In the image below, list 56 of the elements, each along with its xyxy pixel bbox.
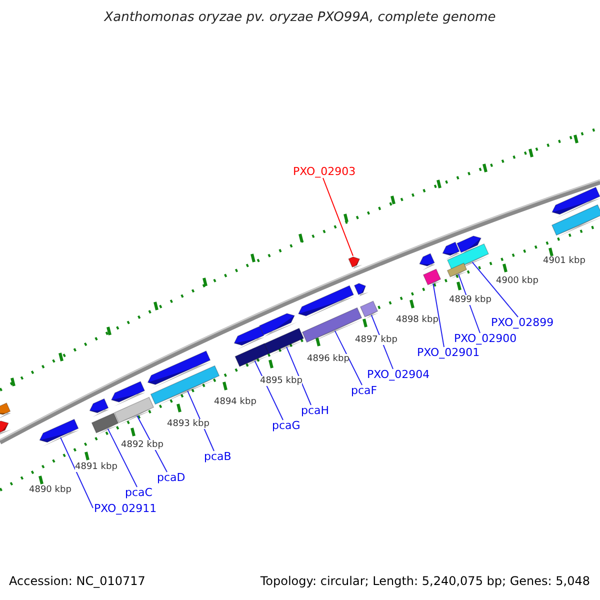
scale-label: 4897 kbp — [355, 335, 398, 345]
gene-label: pcaH — [300, 405, 330, 417]
gene-label: PXO_02899 — [490, 317, 555, 329]
gene-feature — [298, 285, 354, 320]
gene-label: PXO_02903 — [292, 166, 357, 178]
title: Xanthomonas oryzae pv. oryzae PXO99A, complete genome — [102, 10, 497, 26]
gene-feature — [234, 326, 265, 350]
gene-feature — [360, 300, 378, 319]
gene-feature — [114, 396, 154, 425]
gene-feature — [442, 242, 460, 260]
gene-feature — [264, 328, 304, 356]
gene-label: PXO_02900 — [453, 333, 518, 345]
leader-line — [472, 262, 518, 318]
scale-label: 4894 kbp — [214, 397, 256, 407]
scale-label: 4890 kbp — [29, 485, 72, 495]
gene-feature — [0, 402, 12, 419]
gene-feature — [552, 186, 600, 219]
scale-label: 4896 kbp — [307, 354, 350, 364]
scale-label: 4891 kbp — [75, 462, 118, 472]
scale-label: 4892 kbp — [121, 440, 164, 450]
gene-label: pcaG — [271, 420, 302, 432]
leader-line — [107, 428, 138, 488]
gene-label: PXO_02901 — [416, 347, 481, 359]
gene-feature — [419, 253, 436, 270]
leader-line — [60, 436, 94, 508]
gene-feature — [259, 313, 298, 337]
leader-line — [322, 178, 354, 256]
gene-feature — [422, 268, 442, 287]
gene-feature — [0, 420, 12, 436]
scale-label: 4895 kbp — [260, 376, 302, 386]
leader-line — [334, 330, 362, 386]
scale-label: 4901 kbp — [543, 256, 586, 266]
gene-feature — [39, 418, 80, 447]
scale-label: 4893 kbp — [167, 419, 210, 429]
gene-label: pcaF — [350, 385, 378, 397]
gene-feature — [147, 350, 211, 389]
gene-feature — [234, 342, 270, 368]
scale-label: 4898 kbp — [396, 315, 438, 325]
gene-feature — [348, 256, 362, 269]
gene-feature — [354, 283, 368, 296]
gene-label: pcaD — [156, 472, 186, 484]
gene-label: PXO_02911 — [93, 503, 158, 515]
gene-feature — [551, 204, 600, 238]
gene-feature — [89, 398, 110, 418]
genome-stats-text: Topology: circular; Length: 5,240,075 bp; Genes: 5,048 — [260, 574, 590, 588]
scale-label: 4899 kbp — [449, 295, 492, 305]
gene-feature — [91, 412, 120, 435]
leader-line — [286, 346, 312, 406]
gene-label: pcaC — [124, 487, 154, 499]
gene-label: PXO_02904 — [366, 369, 431, 381]
leader-line — [432, 283, 444, 348]
gene-feature — [446, 262, 468, 279]
gene-label: pcaB — [203, 451, 232, 463]
scale-label: 4900 kbp — [496, 276, 538, 286]
gene-feature — [110, 381, 146, 406]
accession-text: Accession: NC_010717 — [9, 574, 146, 588]
